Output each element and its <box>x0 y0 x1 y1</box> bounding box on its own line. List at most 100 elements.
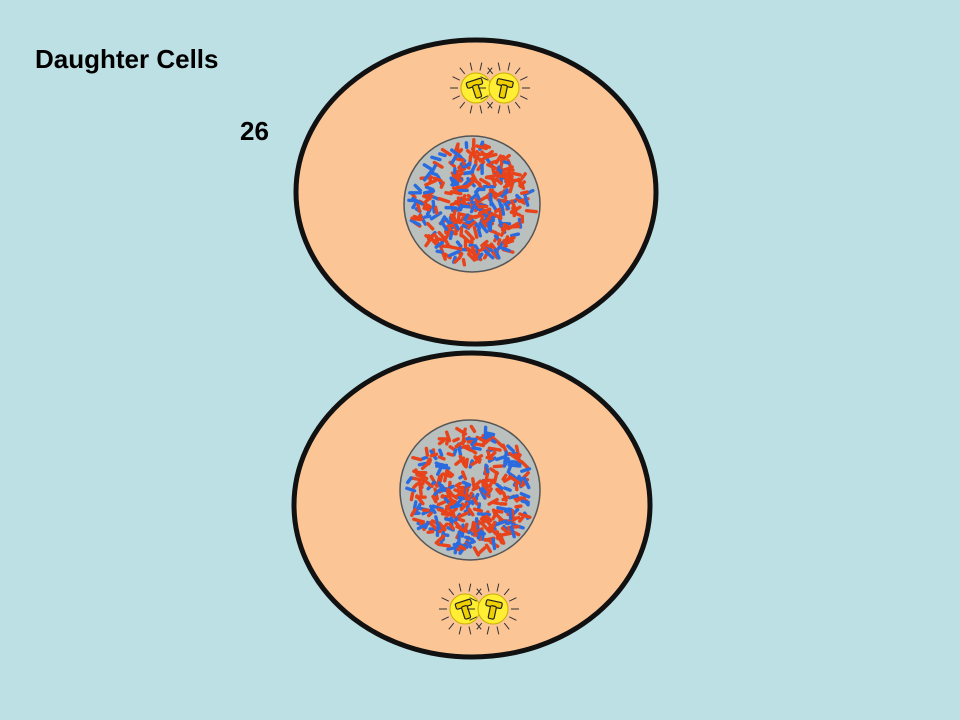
chromatin-strand <box>503 507 511 513</box>
chromatin-strand <box>424 179 437 187</box>
chromatin-strand <box>467 507 475 517</box>
chromatin-strand <box>495 482 504 491</box>
chromatin-strand <box>472 546 480 557</box>
chromatin-strand <box>415 494 425 506</box>
chromatin-strand <box>438 448 444 457</box>
chromatin-strand <box>508 475 521 485</box>
chromatin-strand <box>475 149 482 157</box>
chromatin-strand <box>471 477 476 489</box>
chromatin-strand <box>501 495 510 502</box>
chromatin-strand <box>411 196 424 206</box>
chromatin-strand <box>455 426 468 436</box>
chromatin-strand <box>448 445 456 452</box>
chromatin-strand <box>429 452 439 458</box>
chromatin-strand <box>510 508 515 519</box>
chromatin-strand <box>415 473 429 481</box>
chromatin-strand <box>495 513 505 523</box>
chromatin-strand <box>457 495 466 501</box>
chromatin-strand <box>479 177 491 187</box>
chromatin-strand <box>517 217 523 229</box>
chromatin-strand <box>446 487 453 496</box>
chromatin-strand <box>471 527 479 538</box>
chromatin-strand <box>464 540 473 549</box>
upper-nucleus <box>403 135 541 273</box>
chromatin-strand <box>483 249 495 260</box>
chromatin-strand <box>499 153 511 163</box>
chromatin-strand <box>423 194 434 204</box>
chromatin-strand <box>465 503 470 513</box>
chromatin-strand <box>422 163 433 171</box>
chromatin-strand <box>448 522 455 531</box>
chromatin-strand <box>443 469 449 483</box>
chromatin-strand <box>409 491 415 502</box>
chromatin-strand <box>500 203 506 216</box>
chromatin-strand <box>435 521 442 530</box>
chromatin-strand <box>449 213 455 223</box>
chromatin-strand <box>496 240 505 251</box>
chromatin-strand <box>486 245 494 253</box>
chromatin-strand <box>454 481 462 488</box>
upper-chromatin <box>407 138 538 267</box>
chromatin-strand <box>444 227 453 241</box>
chromatin-strand <box>507 463 522 468</box>
chromatin-strand <box>483 517 494 529</box>
chromatin-strand <box>470 176 482 186</box>
chromatin-strand <box>476 512 491 517</box>
chromatin-strand <box>502 236 516 243</box>
chromatin-strand <box>480 478 492 484</box>
chromatin-strand <box>480 239 489 248</box>
chromatin-strand <box>492 470 499 485</box>
chromatin-strand <box>494 519 508 527</box>
chromatin-strand <box>486 163 499 171</box>
chromatin-strand <box>501 168 507 176</box>
chromatin-strand <box>460 233 471 244</box>
chromatin-strand <box>519 190 529 195</box>
chromatin-strand <box>424 185 435 192</box>
chromatin-strand <box>461 444 470 449</box>
chromatin-strand <box>464 161 472 169</box>
chromatin-strand <box>495 487 503 495</box>
chromatin-strand <box>518 180 527 188</box>
chromatin-strand <box>450 155 458 165</box>
chromatin-strand <box>470 164 477 174</box>
chromatin-strand <box>492 509 504 514</box>
chromatin-strand <box>490 521 497 531</box>
chromatin-strand <box>459 225 464 238</box>
chromatin-strand <box>503 486 512 492</box>
chromatin-strand <box>488 478 495 488</box>
chromatin-strand <box>502 524 509 532</box>
chromatin-strand <box>501 473 508 481</box>
chromatin-strand <box>416 202 422 213</box>
chromatin-strand <box>496 238 502 246</box>
chromatin-strand <box>480 437 492 447</box>
chromatin-strand <box>412 500 418 510</box>
chromatin-strand <box>437 230 446 240</box>
chromatin-strand <box>448 245 461 251</box>
chromatin-strand <box>498 537 504 545</box>
chromatin-strand <box>481 483 491 493</box>
chromatin-strand <box>464 535 475 542</box>
chromatin-strand <box>454 521 466 533</box>
chromatin-strand <box>484 514 493 523</box>
chromatin-strand <box>432 176 443 183</box>
chromatin-strand <box>444 430 452 443</box>
chromatin-strand <box>454 167 467 174</box>
chromatin-strand <box>449 176 455 184</box>
chromatin-strand <box>484 543 493 554</box>
chromatin-strand <box>455 184 469 190</box>
chromatin-strand <box>409 476 424 482</box>
chromatin-strand <box>437 455 446 461</box>
chromatin-strand <box>475 195 489 204</box>
chromatin-strand <box>456 196 461 205</box>
chromatin-strand <box>444 500 456 511</box>
chromatin-strand <box>486 173 501 179</box>
chromatin-strand <box>433 488 442 497</box>
chromatin-strand <box>447 249 461 258</box>
chromatin-strand <box>476 529 483 540</box>
chromatin-strand <box>422 189 436 195</box>
chromatin-strand <box>468 243 477 248</box>
chromatin-strand <box>446 452 455 457</box>
chromatin-strand <box>490 191 498 200</box>
chromatin-strand <box>413 183 423 193</box>
